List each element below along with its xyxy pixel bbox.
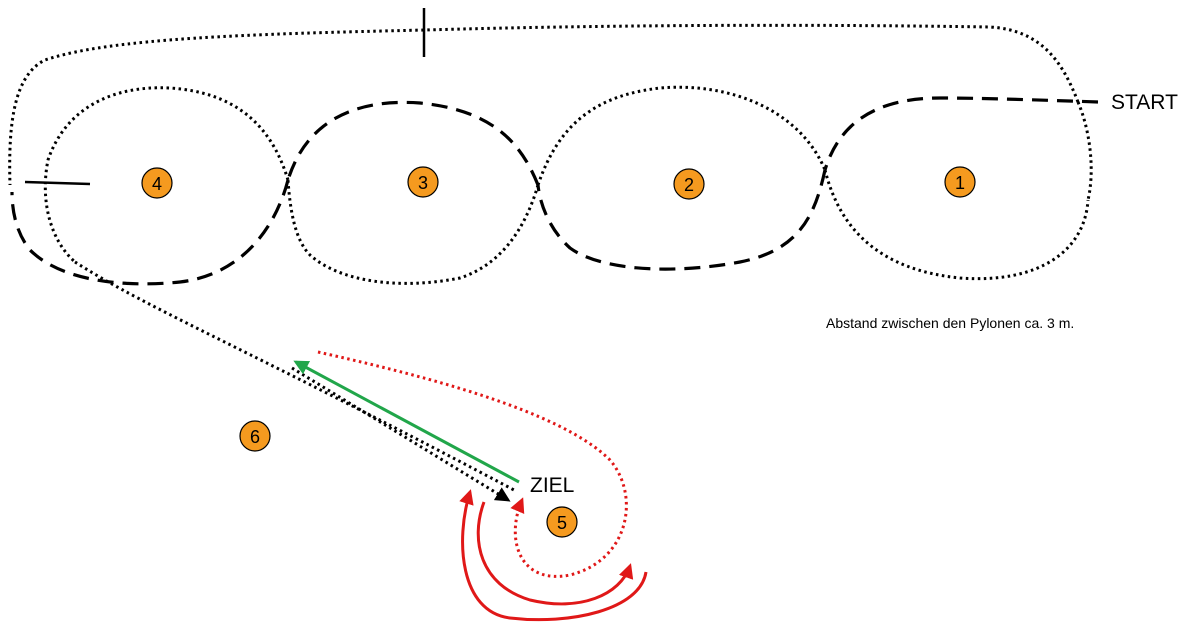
pylon-4-label: 4 (152, 174, 162, 194)
pylon-2-3-crossing (286, 179, 540, 285)
finish-label: ZIEL (530, 474, 574, 497)
pylon-1-loop (823, 169, 1090, 281)
pylon-3-loop (286, 100, 540, 186)
pylon-1-circle (944, 166, 976, 198)
red-solid-curve-outer (459, 489, 648, 622)
pylon-6: 6 (239, 420, 271, 452)
pylon-6-circle (239, 420, 271, 452)
start-approach-path (823, 96, 1099, 171)
pylon-6-label: 6 (250, 427, 260, 447)
pylon-5-circle (546, 506, 578, 538)
pylon-2-label: 2 (684, 175, 694, 195)
pylon-5-label: 5 (557, 513, 567, 533)
pylon-4-loop (43, 86, 290, 264)
pylon-1: 1 (944, 166, 976, 198)
pylon-2: 2 (673, 168, 705, 200)
pylon-5: 5 (546, 506, 578, 538)
pylon-3: 3 (407, 166, 439, 198)
start-label: START (1111, 91, 1178, 114)
pylon-2-loop (536, 85, 827, 186)
pylon-4: 4 (141, 167, 173, 199)
gate-left (24, 180, 91, 186)
red-dotted-curve (317, 350, 628, 578)
green-arrow (293, 360, 520, 484)
pylon-2-circle (673, 168, 705, 200)
pylon-3-circle (407, 166, 439, 198)
red-solid-curve-inner (476, 501, 634, 606)
diagonal-return-path (291, 366, 511, 502)
outer-return-loop (8, 23, 1093, 201)
pylon-1-label: 1 (955, 173, 965, 193)
pylon-4-circle (141, 167, 173, 199)
pylon-distance-note: Abstand zwischen den Pylonen ca. 3 m. (826, 315, 1074, 331)
pylon-3-4-crossing (10, 179, 290, 286)
diagonal-to-finish (74, 260, 515, 492)
pylon-3-label: 3 (418, 173, 428, 193)
pylon-1-2-crossing (536, 169, 827, 271)
